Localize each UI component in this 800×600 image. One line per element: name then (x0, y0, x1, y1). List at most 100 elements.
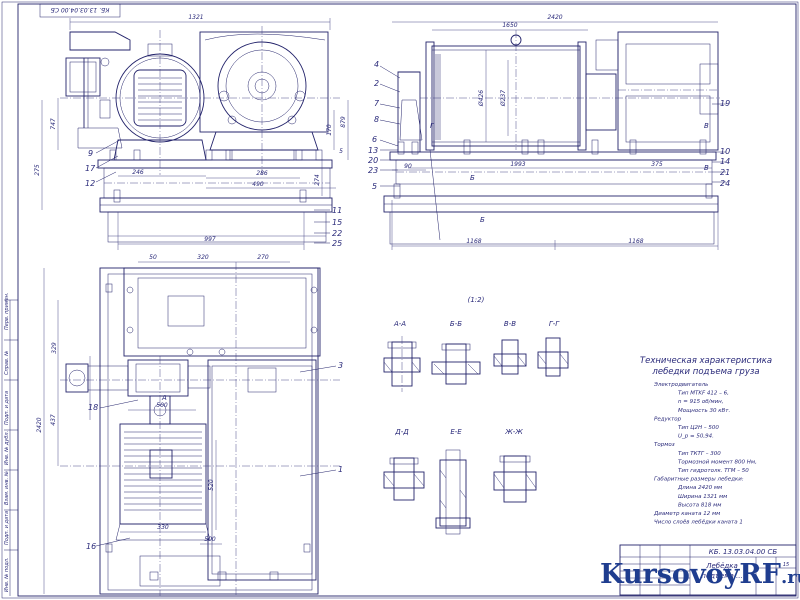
front-dim: 879 (340, 116, 347, 128)
item-label: 20 (368, 156, 378, 165)
section-vv: В-В (493, 320, 527, 375)
plan-dim: 500 (156, 402, 168, 409)
item-label: 9 (88, 149, 93, 158)
item-label: 16 (86, 542, 96, 551)
plan-section-mark: А (161, 394, 167, 402)
side-dim: Ø237 (500, 90, 507, 107)
plan-dim: 330 (157, 524, 169, 531)
sections-scale: (1:2) (468, 296, 485, 304)
item-label: 10 (720, 147, 730, 156)
plan-dim: 50 (149, 254, 157, 261)
corner-code-box: КБ. 13.03.04.00 СБ (39, 3, 121, 18)
section-label: Д-Д (394, 428, 409, 436)
item-label: 6 (372, 135, 377, 144)
side-dim: 2420 (547, 14, 562, 21)
front-dim: 1321 (188, 14, 203, 21)
item-label: 12 (85, 179, 95, 188)
section-aa: А-А (383, 320, 421, 392)
tech-line: Диаметр каната 12 мм (653, 511, 720, 517)
section-label: А-А (393, 320, 406, 328)
plan-view: 50 320 270 329 2420 437 520 500 330 500 … (36, 254, 343, 596)
section-label: Ж-Ж (504, 428, 523, 436)
item-label: 1 (338, 465, 343, 474)
front-dim: 747 (50, 118, 57, 130)
plan-dim: 320 (197, 254, 209, 261)
tech-characteristics: Техническая характеристика лебедки подъе… (640, 356, 772, 526)
item-label: 8 (374, 115, 379, 124)
stamp-name: подъема ... (701, 572, 742, 580)
section-label: В-В (504, 320, 516, 328)
item-label: 21 (720, 168, 730, 177)
item-label: 19 (720, 99, 730, 108)
item-label: 13 (368, 146, 378, 155)
title-block: КБ. 13.03.04.00 СБ Лебёдка подъема ... 1… (619, 544, 797, 596)
item-label: 11 (332, 206, 342, 215)
item-label: 17 (85, 164, 96, 173)
side-strip-field: Справ. № (4, 351, 10, 375)
section-gg: Г-Г (537, 320, 569, 377)
tech-line: Мощность 30 кВт. (678, 408, 731, 414)
item-label: 23 (368, 166, 378, 175)
side-strip: Перв. примен. Справ. № Подп. и дата Инв.… (4, 292, 18, 596)
section-label: Г-Г (549, 320, 560, 328)
item-label: 2 (374, 79, 379, 88)
tech-line: Ширина 1321 мм (678, 494, 727, 500)
front-dim: 274 (314, 174, 321, 186)
section-label: Б-Б (450, 320, 462, 328)
item-label: 5 (372, 182, 377, 191)
tech-line: U_p = 50,94. (678, 434, 714, 440)
section-bb: Б-Б (431, 320, 481, 385)
side-dim: Ø426 (478, 90, 485, 107)
item-label: 22 (332, 229, 342, 238)
side-strip-field: Перв. примен. (4, 292, 10, 330)
side-view: 2420 1650 Ø426 Ø237 1993 375 90 1168 116… (368, 14, 730, 250)
section-ee: Е-Е (435, 428, 471, 535)
front-view: 1321 747 275 246 286 490 170 274 879 5 9… (34, 14, 349, 250)
watermark-suffix: .ru (780, 567, 800, 588)
side-strip-field: Подп. и дата (4, 391, 10, 425)
sections-group: (1:2) А-А Б-Б В-В Г-Г (383, 296, 569, 535)
side-dim: 90 (404, 163, 412, 170)
tech-line: Электродвигатель (653, 382, 708, 388)
stamp-name: Лебёдка (705, 562, 738, 570)
side-dim: 1650 (502, 22, 517, 29)
section-dd: Д-Д (383, 428, 425, 501)
front-dim: 275 (34, 164, 41, 176)
watermark-logo: KursovoyRF.ru (600, 560, 800, 593)
side-strip-field: Взам. инв. № (4, 471, 10, 505)
item-label: 7 (374, 99, 380, 108)
side-dim: 1168 (466, 238, 481, 245)
item-label: 15 (332, 218, 342, 227)
tech-line: Тип гидротолк. ТГМ – 50 (678, 468, 749, 474)
front-dim: 490 (252, 181, 264, 188)
side-strip-field: Инв. № подл. (4, 558, 10, 593)
tech-line: Тип Ц2Н – 500 (678, 425, 719, 431)
tech-title: Техническая характеристика (640, 356, 772, 366)
front-dim: 286 (256, 170, 268, 177)
plan-dim: 329 (51, 342, 58, 354)
item-label: 14 (720, 157, 730, 166)
section-zhzh: Ж-Ж (493, 428, 537, 503)
section-label: Е-Е (450, 428, 462, 436)
side-dim: 375 (651, 161, 663, 168)
front-dim: 170 (326, 124, 333, 136)
cut-label: В (704, 122, 709, 130)
tech-line: Редуктор (654, 416, 682, 422)
corner-code: КБ. 13.03.04.00 СБ (51, 6, 110, 13)
front-dim: 5 (339, 148, 343, 155)
stamp-sheets: 15 (783, 562, 789, 568)
plan-dim: 500 (204, 536, 216, 543)
item-label: 18 (88, 403, 98, 412)
tech-line: n = 915 об/мин, (678, 399, 724, 405)
plan-dim: 437 (50, 414, 57, 426)
tech-line: Число слоёв лебёдки каната 1 (654, 520, 743, 526)
stamp-code: КБ. 13.03.04.00 СБ (709, 548, 778, 556)
tech-line: Тормоз (654, 442, 675, 448)
side-dim: 1168 (628, 238, 643, 245)
plan-dim: 270 (257, 254, 269, 261)
side-strip-field: Подп. и дата (4, 511, 10, 545)
tech-line: Габаритные размеры лебедки: (654, 477, 744, 483)
